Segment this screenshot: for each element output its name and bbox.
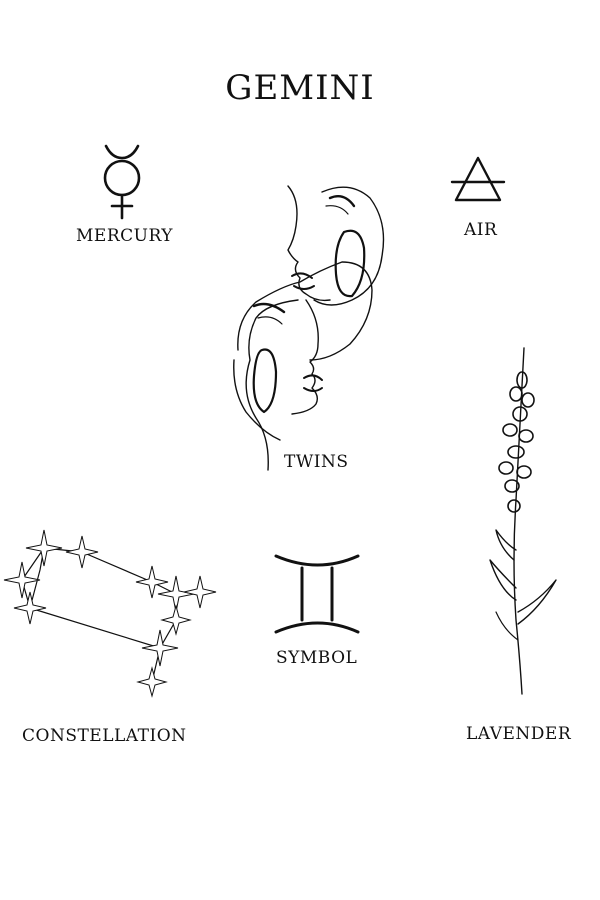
star-icon xyxy=(160,604,192,636)
symbol-label: SYMBOL xyxy=(276,648,358,668)
twins-label: TWINS xyxy=(284,452,349,472)
gemini-glyph-icon xyxy=(274,554,360,634)
lavender-label: LAVENDER xyxy=(466,724,572,744)
star-icon xyxy=(183,575,217,609)
lavender-icon xyxy=(489,347,557,695)
star-icon xyxy=(135,565,169,599)
star-icon xyxy=(3,561,41,599)
star-icon xyxy=(136,666,168,698)
star-icon xyxy=(13,591,47,625)
mercury-icon xyxy=(103,144,141,220)
star-icon xyxy=(141,629,179,667)
constellation-stars xyxy=(3,529,217,698)
star-icon xyxy=(65,535,99,569)
air-label: AIR xyxy=(464,220,498,240)
page-title: GEMINI xyxy=(225,68,375,108)
twin-faces-icon xyxy=(233,185,385,471)
mercury-label: MERCURY xyxy=(76,226,173,246)
star-icon xyxy=(25,529,63,567)
constellation-label: CONSTELLATION xyxy=(22,726,187,746)
air-element-icon xyxy=(450,156,506,202)
